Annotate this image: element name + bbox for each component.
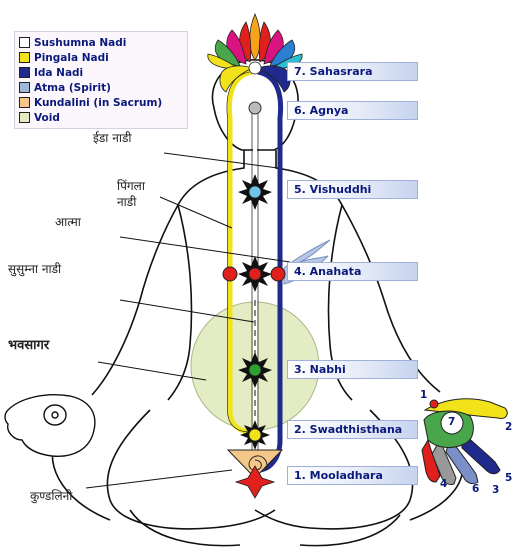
left-hand bbox=[4, 394, 96, 457]
hindi-label-ida: ईडा नाडी bbox=[93, 131, 132, 145]
pingala-channel bbox=[226, 69, 253, 435]
legend-swatch bbox=[19, 97, 30, 108]
leader-lines bbox=[85, 152, 291, 489]
legend-label: Atma (Spirit) bbox=[34, 81, 111, 94]
legend-swatch bbox=[19, 82, 30, 93]
legend-swatch bbox=[19, 52, 30, 63]
hand-chakra-ring bbox=[440, 411, 464, 435]
agnya-chakra bbox=[248, 101, 262, 115]
hand-red-dot bbox=[429, 399, 439, 409]
body-outline bbox=[51, 59, 464, 547]
palm-ring bbox=[43, 404, 67, 426]
mooladhara-chakra bbox=[234, 465, 276, 499]
swadisthan-chakra bbox=[240, 420, 270, 450]
palm-center bbox=[51, 411, 59, 419]
legend-item: Void bbox=[19, 110, 60, 125]
finger-number: 5 bbox=[505, 472, 513, 484]
chakra-label-vishuddhi: 5. Vishuddhi bbox=[287, 180, 418, 199]
legend-item: Pingala Nadi bbox=[19, 50, 109, 65]
legend-item: Sushumna Nadi bbox=[19, 35, 126, 50]
legend-label: Ida Nadi bbox=[34, 66, 84, 79]
legend-swatch bbox=[19, 37, 30, 48]
vishuddhi-chakra bbox=[238, 174, 272, 210]
nabhi-chakra bbox=[238, 352, 272, 388]
legend-item: Atma (Spirit) bbox=[19, 80, 111, 95]
legend-item: Kundalini (in Sacrum) bbox=[19, 95, 162, 110]
chakra-label-nabhi: 3. Nabhi bbox=[287, 360, 418, 379]
ida-channel bbox=[257, 69, 284, 473]
anahata-chakra bbox=[222, 256, 286, 292]
finger-number: 2 bbox=[505, 421, 513, 433]
legend-label: Pingala Nadi bbox=[34, 51, 109, 64]
finger-number: 3 bbox=[492, 484, 500, 496]
hindi-label-sushumna: सुसुम्ना नाडी bbox=[8, 262, 62, 276]
hindi-label-kundalini: कुण्डलिनी bbox=[30, 489, 73, 503]
sahasrara-lotus bbox=[207, 13, 303, 93]
legend-swatch bbox=[19, 67, 30, 78]
hindi-label-pingala-line2: नाडी bbox=[117, 195, 137, 209]
hindi-label-pingala-line1: पिंगला bbox=[117, 179, 145, 193]
chakra-label-agnya: 6. Agnya bbox=[287, 101, 418, 120]
legend-label: Kundalini (in Sacrum) bbox=[34, 96, 163, 109]
hindi-label-bhavsagar: भवसागर bbox=[8, 338, 50, 353]
legend-label: Sushumna Nadi bbox=[34, 36, 127, 49]
chakra-label-swadisthan: 2. Swadthisthana bbox=[287, 420, 418, 439]
legend-swatch bbox=[19, 112, 30, 123]
finger-number: 6 bbox=[472, 483, 480, 495]
chakra-label-mooladhara: 1. Mooladhara bbox=[287, 466, 418, 485]
legend: Sushumna Nadi Pingala Nadi Ida Nadi Atma… bbox=[14, 31, 188, 129]
finger-number: 4 bbox=[440, 478, 448, 490]
right-hand bbox=[421, 398, 508, 485]
chakra-label-sahasrara: 7. Sahasrara bbox=[287, 62, 418, 81]
kundalini-sacrum bbox=[226, 449, 284, 479]
finger-number: 7 bbox=[448, 416, 456, 428]
chakra-label-anahata: 4. Anahata bbox=[287, 262, 418, 281]
legend-label: Void bbox=[34, 111, 60, 124]
hindi-label-atma: आत्मा bbox=[55, 215, 81, 229]
finger-number: 1 bbox=[420, 389, 428, 401]
legend-item: Ida Nadi bbox=[19, 65, 83, 80]
